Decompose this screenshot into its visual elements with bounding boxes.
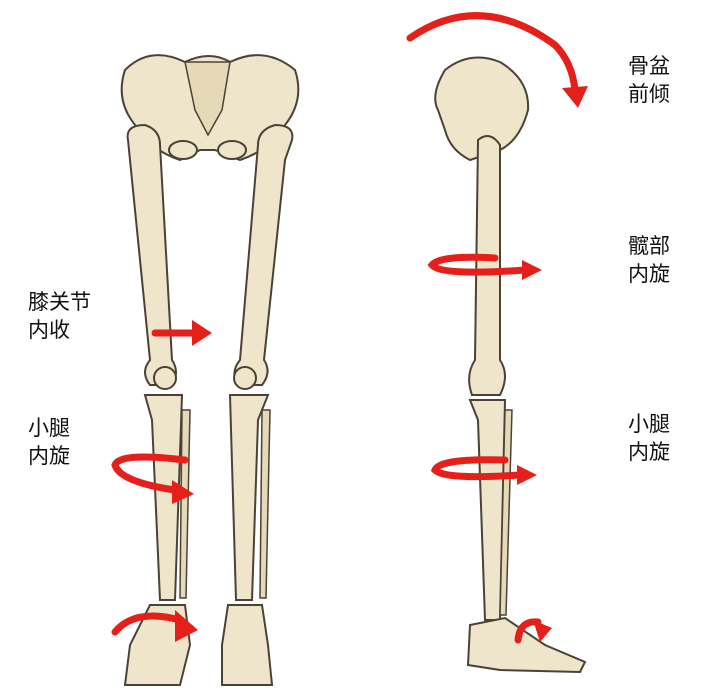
hip-rotation-label: 髋部 内旋 — [628, 232, 670, 288]
knee-adduction-arrowhead — [192, 320, 212, 346]
front-right-foot — [221, 604, 274, 686]
right-shin-rotation-label: 小腿 内旋 — [628, 410, 670, 466]
side-foot — [466, 616, 587, 674]
front-right-tibia — [228, 394, 270, 601]
front-left-tibia — [143, 394, 184, 601]
rotation-arrows — [111, 12, 588, 644]
front-right-femur — [233, 123, 294, 386]
label-line: 前倾 — [628, 82, 670, 106]
label-line: 髋部 — [628, 234, 670, 258]
hip-rotation-arrowhead — [522, 260, 542, 280]
right-shin-rotation-arrowhead — [517, 465, 537, 485]
side-skeleton — [434, 56, 587, 674]
pelvis-tilt-arrow — [406, 12, 579, 94]
ankle-rotation-arrowhead — [533, 620, 552, 642]
left-shin-rotation-arrow — [111, 453, 189, 494]
label-line: 内旋 — [28, 444, 70, 468]
label-line: 骨盆 — [628, 54, 670, 78]
foot-rotation-arrowhead — [175, 610, 198, 642]
foot-rotation-arrow — [111, 612, 184, 636]
label-line: 膝关节 — [28, 290, 91, 314]
right-shin-rotation-arrow — [430, 456, 524, 481]
side-tibia — [468, 399, 507, 621]
label-line: 内旋 — [628, 262, 670, 286]
side-pelvis — [434, 56, 530, 162]
left-shin-rotation-arrowhead — [172, 480, 194, 504]
front-left-foot — [123, 604, 192, 686]
front-left-femur — [126, 123, 177, 386]
side-femur — [468, 135, 506, 396]
front-skeleton — [120, 54, 300, 686]
pelvis-tilt-arrowhead — [562, 86, 588, 108]
knee-adduction-label: 膝关节 内收 — [28, 288, 91, 344]
sacrum — [184, 61, 231, 137]
label-line: 内收 — [28, 318, 70, 342]
label-line: 小腿 — [628, 412, 670, 436]
label-line: 内旋 — [628, 440, 670, 464]
hip-rotation-arrow — [427, 253, 529, 276]
label-line: 小腿 — [28, 416, 70, 440]
left-shin-rotation-label: 小腿 内旋 — [28, 414, 70, 470]
pelvis-tilt-label: 骨盆 前倾 — [628, 52, 670, 108]
